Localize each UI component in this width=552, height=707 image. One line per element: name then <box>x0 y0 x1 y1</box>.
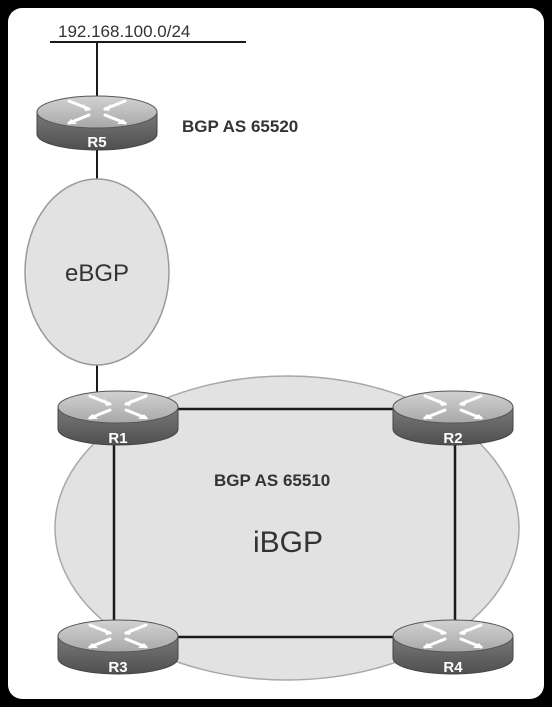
router-r5: R5 <box>35 94 159 152</box>
router-r1: R1 <box>56 389 180 447</box>
ibgp-label: iBGP <box>253 526 323 559</box>
ebgp-label: eBGP <box>65 260 129 287</box>
as-65510-label: BGP AS 65510 <box>214 471 330 490</box>
router-r4-label: R4 <box>443 659 463 676</box>
router-r2: R2 <box>391 389 515 447</box>
router-r1-label: R1 <box>108 430 127 447</box>
ebgp-ellipse <box>24 178 170 366</box>
router-r4: R4 <box>391 618 515 676</box>
router-r3-label: R3 <box>108 659 127 676</box>
ibgp-ellipse <box>54 375 520 681</box>
router-r2-label: R2 <box>443 430 462 447</box>
router-r5-label: R5 <box>87 134 106 151</box>
network-label: 192.168.100.0/24 <box>58 22 190 41</box>
as-65520-label: BGP AS 65520 <box>182 117 298 136</box>
router-r3: R3 <box>56 618 180 676</box>
